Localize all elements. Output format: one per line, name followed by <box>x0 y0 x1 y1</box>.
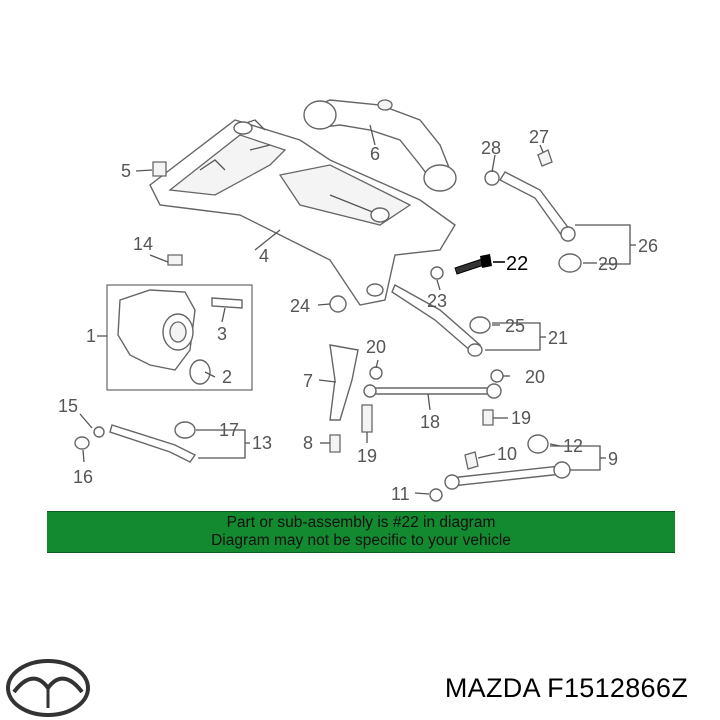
callout-13: 13 <box>252 433 272 453</box>
suspension-links <box>109 171 576 490</box>
callout-17: 17 <box>219 420 239 440</box>
callout-27: 27 <box>529 127 549 147</box>
callout-5: 5 <box>121 161 131 181</box>
callout-7: 7 <box>303 371 313 391</box>
callout-23: 23 <box>427 291 447 311</box>
banner-line-1: Part or sub-assembly is #22 in diagram <box>226 514 496 531</box>
callout-20b: 20 <box>525 367 545 387</box>
callout-26: 26 <box>638 236 658 256</box>
callout-6: 6 <box>370 144 380 164</box>
callout-9: 9 <box>608 449 618 469</box>
parts-diagram: 1 2 3 4 5 6 7 8 9 10 11 12 13 14 15 16 1… <box>58 99 658 504</box>
callout-labels: 1 2 3 4 5 6 7 8 9 10 11 12 13 14 15 16 1… <box>58 127 658 504</box>
callout-18: 18 <box>420 412 440 432</box>
callout-16: 16 <box>73 467 93 487</box>
callout-19a: 19 <box>357 446 377 466</box>
mazda-logo-icon <box>6 659 90 717</box>
callout-2: 2 <box>222 367 232 387</box>
callout-28: 28 <box>481 138 501 158</box>
banner-line-2: Diagram may not be specific to your vehi… <box>211 532 511 549</box>
callout-22: 22 <box>506 253 528 275</box>
callout-19b: 19 <box>511 408 531 428</box>
callout-21: 21 <box>548 328 568 348</box>
bolt-22-highlighted <box>454 254 505 275</box>
callout-15: 15 <box>58 396 78 416</box>
callout-3: 3 <box>217 324 227 344</box>
callout-29: 29 <box>598 254 618 274</box>
callout-14: 14 <box>133 234 153 254</box>
subframe-crossmember <box>149 119 456 306</box>
callout-11: 11 <box>391 484 410 504</box>
part-number: MAZDA F1512866Z <box>444 673 688 703</box>
callout-20a: 20 <box>366 337 386 357</box>
callout-4: 4 <box>259 246 269 266</box>
callout-1: 1 <box>86 326 96 346</box>
callout-12: 12 <box>563 436 583 456</box>
callout-24: 24 <box>290 296 310 316</box>
leader-lines <box>79 124 636 495</box>
callout-25: 25 <box>505 316 525 336</box>
info-banner: Part or sub-assembly is #22 in diagram D… <box>47 511 675 553</box>
knuckle-assembly <box>106 284 253 391</box>
upper-control-arm <box>303 99 457 192</box>
callout-8: 8 <box>303 433 313 453</box>
callout-10: 10 <box>497 444 517 464</box>
